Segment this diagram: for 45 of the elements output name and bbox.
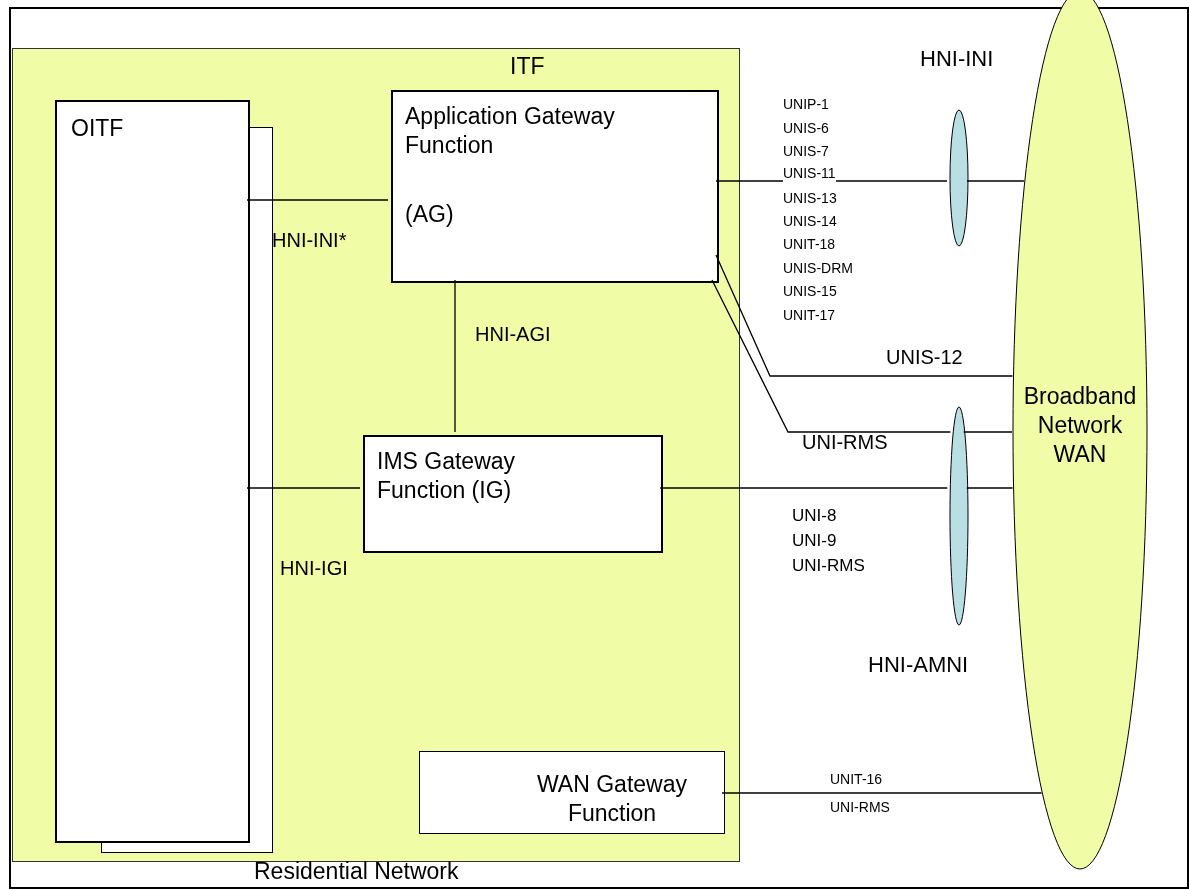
node-label: Broadband Network WAN — [1022, 382, 1138, 469]
interface-label: UNI-9 — [792, 532, 837, 550]
edge-label: HNI-IGI — [280, 556, 348, 580]
connector-line — [966, 487, 1014, 489]
interface-label: UNIP-1 — [783, 95, 829, 113]
interface-label: UNIS-7 — [783, 142, 829, 160]
interface-label: HNI-INI — [920, 46, 994, 72]
interface-label: UNI-RMS — [792, 557, 865, 575]
interface-label: UNIS-DRM — [783, 259, 853, 277]
edge-label: HNI-AGI — [475, 322, 551, 346]
interface-label: UNIT-16 — [830, 770, 883, 788]
interface-label: HNI-AMNI — [868, 652, 969, 678]
node-label: WAN Gateway Function — [536, 770, 688, 828]
function-box — [419, 751, 725, 834]
interface-label: UNIS-13 — [783, 189, 837, 207]
interface-label: UNI-RMS — [830, 798, 890, 816]
node-label: (AG) — [405, 200, 454, 229]
interface-label: UNIT-18 — [783, 235, 836, 253]
node-label: IMS Gateway Function (IG) — [377, 447, 517, 505]
connector-line — [966, 180, 1025, 182]
connector-line — [246, 487, 361, 489]
network-frame — [9, 7, 1189, 889]
interface-label: UNIS-14 — [783, 212, 837, 230]
connector-line — [721, 792, 1043, 794]
function-box — [391, 90, 719, 283]
connector-line — [246, 199, 389, 201]
interface-label: UNIT-17 — [783, 306, 836, 324]
interface-label: UNIS-6 — [783, 119, 829, 137]
function-area — [12, 48, 740, 862]
connector-line — [963, 431, 1013, 433]
edge-label: UNI-RMS — [802, 430, 888, 454]
function-box — [363, 435, 663, 553]
connector-line — [454, 279, 456, 433]
interface-label: UNIS-15 — [783, 282, 837, 300]
connector-line — [711, 279, 951, 433]
node-label: Application Gateway Function — [405, 102, 616, 160]
node-label: ITF — [510, 52, 545, 81]
interface-label: UNI-8 — [792, 507, 837, 525]
function-box — [55, 100, 250, 843]
edge-label: UNIS-12 — [886, 345, 963, 369]
connector-line — [715, 254, 1014, 377]
node-label: Residential Network — [254, 857, 459, 886]
edge-label: HNI-INI* — [272, 228, 347, 252]
node-label: OITF — [71, 114, 124, 143]
connector-line — [659, 487, 948, 489]
